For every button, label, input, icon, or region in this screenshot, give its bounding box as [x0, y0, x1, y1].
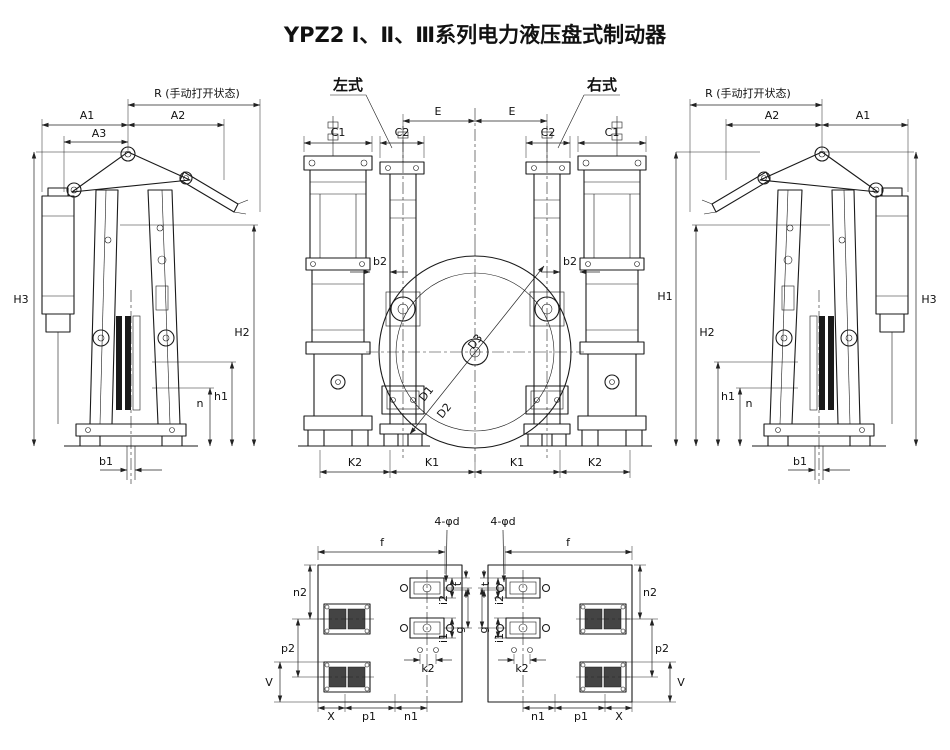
- dim-b2-left: b2: [373, 255, 387, 268]
- dim-b1-right: b1: [793, 455, 807, 468]
- bottom-plan-left: [274, 530, 472, 712]
- dim-A2-right: A2: [765, 109, 780, 122]
- dim-E-left: E: [435, 105, 442, 118]
- k-dimension-lines: [319, 450, 631, 478]
- dim-K2-b: K2: [588, 456, 602, 469]
- dim-f-right: f: [566, 536, 571, 549]
- h1-dimension: [673, 151, 760, 447]
- dim-A3-left: A3: [92, 127, 107, 140]
- dim-C2-left: C2: [395, 126, 410, 139]
- left-side-view: [34, 99, 260, 484]
- dim-A2-left: A2: [171, 109, 186, 122]
- label-right-type: 右式: [587, 76, 617, 94]
- dim-i2-right: i2: [493, 595, 506, 605]
- dim-K1-a: K1: [425, 456, 439, 469]
- dim-H3-right: H3: [921, 293, 936, 306]
- dim-b1-left: b1: [99, 455, 113, 468]
- dim-p1-left: p1: [362, 710, 376, 723]
- dim-f-left: f: [380, 536, 385, 549]
- dim-n2-left: n2: [293, 586, 307, 599]
- dim-n-right: n: [746, 397, 753, 410]
- dim-p1-right: p1: [574, 710, 588, 723]
- dim-n1-left: n1: [404, 710, 418, 723]
- dim-p2-right: p2: [655, 642, 669, 655]
- dim-h1-left: h1: [214, 390, 228, 403]
- dim-k2-left: k2: [421, 662, 434, 675]
- dim-K2-a: K2: [348, 456, 362, 469]
- dim-k2-right: k2: [515, 662, 528, 675]
- type-label-leaders: [330, 94, 620, 149]
- dim-H2-left: H2: [234, 326, 249, 339]
- dim-C2-right: C2: [541, 126, 556, 139]
- page-title: YPZ2 Ⅰ、Ⅱ、Ⅲ系列电力液压盘式制动器: [283, 23, 667, 47]
- dim-R-left: R (手动打开状态): [154, 86, 240, 100]
- dim-phid-right: 4-φd: [490, 515, 515, 528]
- dim-i1-right: i1: [493, 633, 506, 643]
- dim-p2-left: p2: [281, 642, 295, 655]
- dim-t-right: t: [479, 581, 492, 586]
- dim-C1-left: C1: [331, 126, 346, 139]
- dim-n1-right: n1: [531, 710, 545, 723]
- dim-V-left: V: [265, 676, 273, 689]
- a3-dimension: [63, 136, 129, 192]
- dim-t-left: t: [451, 581, 464, 586]
- bottom-plan-right: [478, 530, 676, 712]
- dim-H1-right: H1: [657, 290, 672, 303]
- dim-b2-right: b2: [563, 255, 577, 268]
- dim-n-left: n: [197, 397, 204, 410]
- dim-V-right: V: [677, 676, 685, 689]
- dim-phid-left: 4-φd: [434, 515, 459, 528]
- dim-X-left: X: [327, 710, 335, 723]
- dim-g-right: g: [477, 627, 490, 634]
- brake-disc: [366, 108, 584, 462]
- right-side-view: [690, 99, 916, 484]
- dim-H3-left: H3: [13, 293, 28, 306]
- dim-n2-right: n2: [643, 586, 657, 599]
- label-left-type: 左式: [332, 76, 363, 94]
- dim-E-right: E: [509, 105, 516, 118]
- dim-D1: D1: [416, 384, 436, 404]
- dim-C1-right: C1: [605, 126, 620, 139]
- dim-i1-left: i1: [437, 633, 450, 643]
- dim-D2: D2: [434, 401, 454, 421]
- dim-K1-b: K1: [510, 456, 524, 469]
- dim-R-right: R (手动打开状态): [705, 86, 791, 100]
- dim-g-left: g: [453, 627, 466, 634]
- dim-H2-right: H2: [699, 326, 714, 339]
- dim-A1-right: A1: [856, 109, 871, 122]
- dim-A1-left: A1: [80, 109, 95, 122]
- dim-D3: D3: [465, 332, 485, 352]
- dim-i2-left: i2: [437, 595, 450, 605]
- dim-h1-right: h1: [721, 390, 735, 403]
- dim-X-right: X: [615, 710, 623, 723]
- front-view-right-type: [475, 114, 652, 458]
